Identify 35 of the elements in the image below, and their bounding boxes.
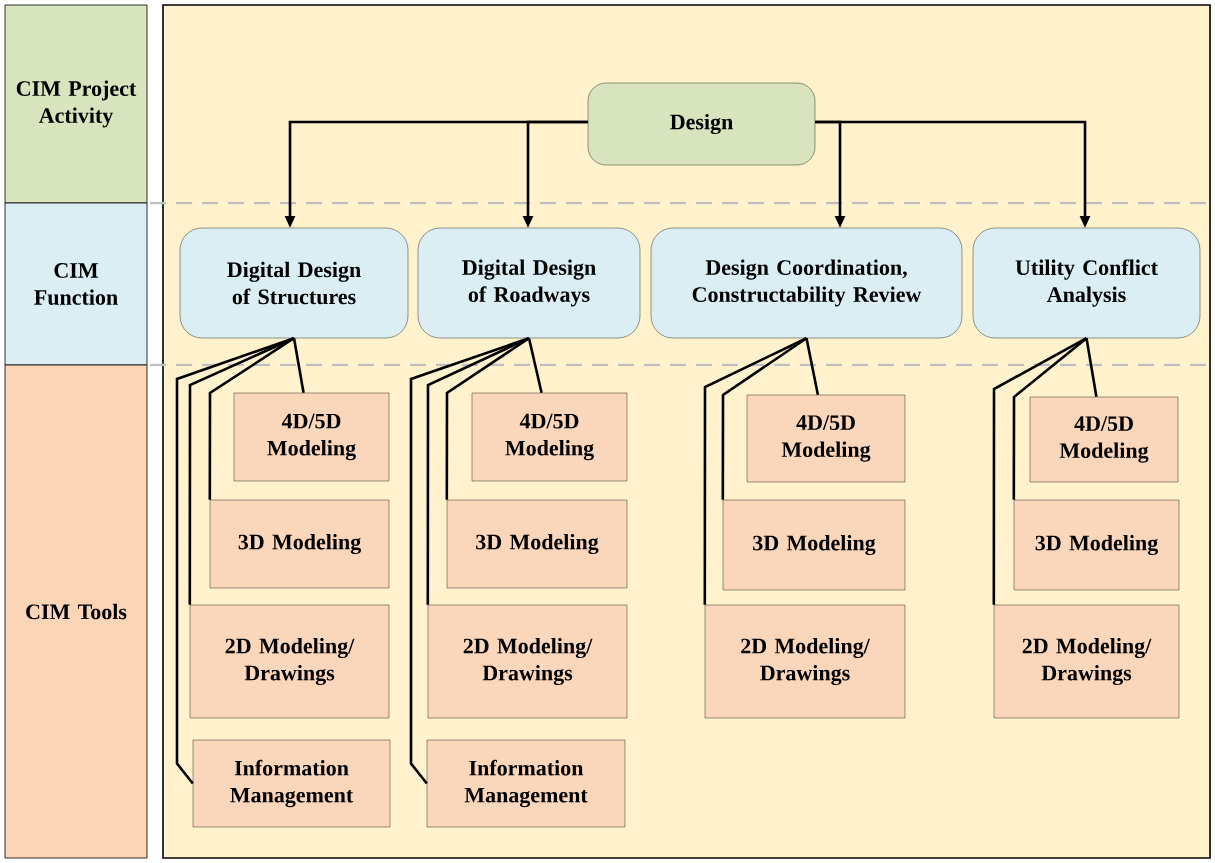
connector-line — [409, 337, 530, 785]
function-box: Digital Design of Roadways — [417, 227, 641, 339]
connector-line — [188, 337, 295, 605]
tool-box: 4D/5D Modeling — [471, 392, 628, 482]
function-box: Design Coordination, Constructability Review — [650, 227, 963, 339]
connector-line — [527, 337, 543, 394]
connector-line — [1012, 337, 1088, 500]
tool-box: 3D Modeling — [209, 499, 390, 589]
row-header: CIM Project Activity — [4, 4, 148, 204]
activity-box: Design — [587, 82, 816, 166]
function-box: Digital Design of Structures — [179, 227, 409, 339]
row-header: CIM Tools — [4, 364, 148, 859]
connector-line — [992, 337, 1088, 605]
tool-box: 2D Modeling/ Drawings — [704, 604, 906, 719]
tool-box: 4D/5D Modeling — [1029, 396, 1179, 483]
connector-line — [175, 337, 295, 785]
tool-box: 2D Modeling/ Drawings — [993, 604, 1180, 719]
row-header: CIM Function — [4, 202, 148, 366]
tool-box: 3D Modeling — [1013, 499, 1180, 591]
tool-box: Information Management — [426, 739, 626, 828]
tool-box: 3D Modeling — [722, 499, 906, 591]
tool-box: 3D Modeling — [446, 499, 628, 589]
connector-line — [292, 338, 305, 394]
tool-box: 2D Modeling/ Drawings — [189, 604, 390, 719]
tool-box: Information Management — [192, 739, 391, 828]
connector-line — [703, 337, 808, 605]
tool-box: 2D Modeling/ Drawings — [427, 604, 628, 719]
tool-box: 4D/5D Modeling — [746, 394, 906, 483]
connector-line — [426, 337, 530, 605]
connector-line — [445, 337, 530, 500]
connector-line — [805, 337, 820, 396]
tool-box: 4D/5D Modeling — [233, 392, 390, 482]
function-box: Utility Conflict Analysis — [972, 227, 1201, 339]
connector-line — [208, 337, 295, 500]
connector-line — [1085, 338, 1098, 398]
